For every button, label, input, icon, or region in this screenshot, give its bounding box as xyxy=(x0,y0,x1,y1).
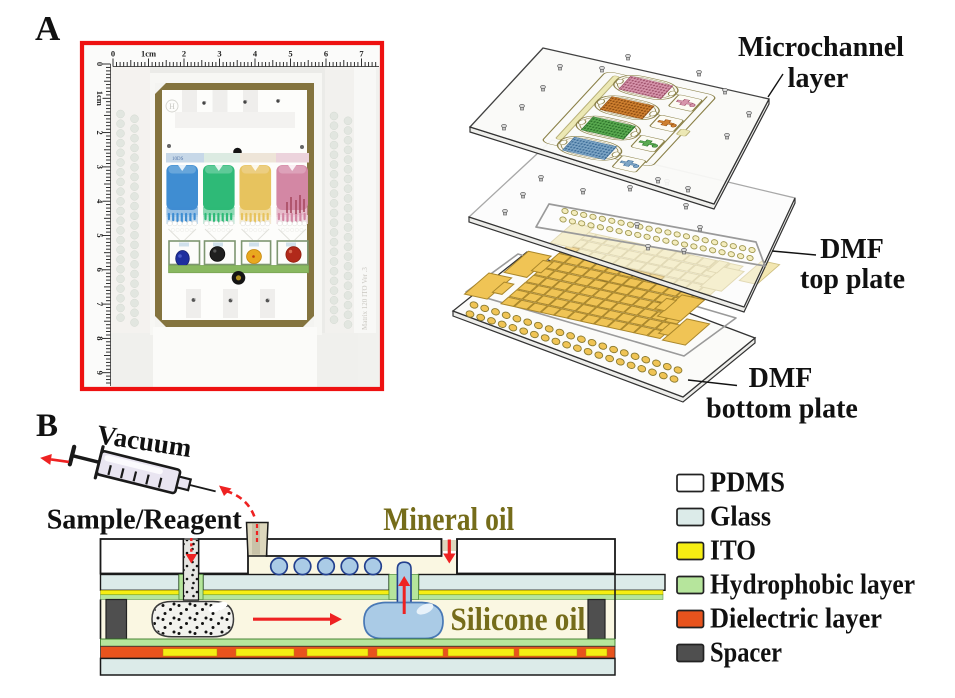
svg-text:Sample/Reagent: Sample/Reagent xyxy=(47,505,242,536)
svg-text:Hydrophobic layer: Hydrophobic layer xyxy=(710,570,915,601)
svg-text:10DS: 10DS xyxy=(172,157,184,162)
svg-text:ITO: ITO xyxy=(710,536,756,567)
svg-text:9: 9 xyxy=(95,371,105,375)
svg-text:3: 3 xyxy=(217,49,221,59)
svg-text:bottom plate: bottom plate xyxy=(706,394,858,425)
svg-text:4: 4 xyxy=(95,199,105,204)
svg-text:7: 7 xyxy=(95,302,105,307)
svg-text:6: 6 xyxy=(95,268,105,272)
svg-text:1cm: 1cm xyxy=(141,49,156,59)
svg-text:Mineral oil: Mineral oil xyxy=(383,502,514,538)
svg-text:1cm: 1cm xyxy=(95,91,105,106)
svg-text:Matrix 120 ITO Ver .3: Matrix 120 ITO Ver .3 xyxy=(361,267,369,330)
svg-text:PDMS: PDMS xyxy=(710,468,785,499)
svg-text:DMF: DMF xyxy=(749,363,813,394)
svg-text:A: A xyxy=(35,9,61,48)
svg-text:7: 7 xyxy=(359,49,364,59)
svg-text:0: 0 xyxy=(111,49,115,59)
svg-text:2: 2 xyxy=(95,130,105,134)
svg-text:2: 2 xyxy=(182,49,186,59)
svg-text:4: 4 xyxy=(253,49,258,59)
svg-text:0: 0 xyxy=(95,62,105,66)
svg-text:8: 8 xyxy=(95,336,105,340)
svg-text:top plate: top plate xyxy=(800,264,905,295)
svg-text:DMF: DMF xyxy=(820,234,884,265)
svg-text:Silicone oil: Silicone oil xyxy=(451,602,586,638)
svg-text:5: 5 xyxy=(288,49,292,59)
svg-text:6: 6 xyxy=(324,49,328,59)
svg-text:Spacer: Spacer xyxy=(710,638,782,669)
svg-text:H: H xyxy=(169,102,175,111)
svg-text:B: B xyxy=(36,408,58,444)
svg-text:layer: layer xyxy=(788,63,849,94)
svg-text:5: 5 xyxy=(95,233,105,237)
svg-text:Microchannel: Microchannel xyxy=(738,32,904,63)
svg-text:Dielectric layer: Dielectric layer xyxy=(710,604,882,635)
svg-text:3: 3 xyxy=(95,165,105,169)
svg-text:Glass: Glass xyxy=(710,502,771,533)
